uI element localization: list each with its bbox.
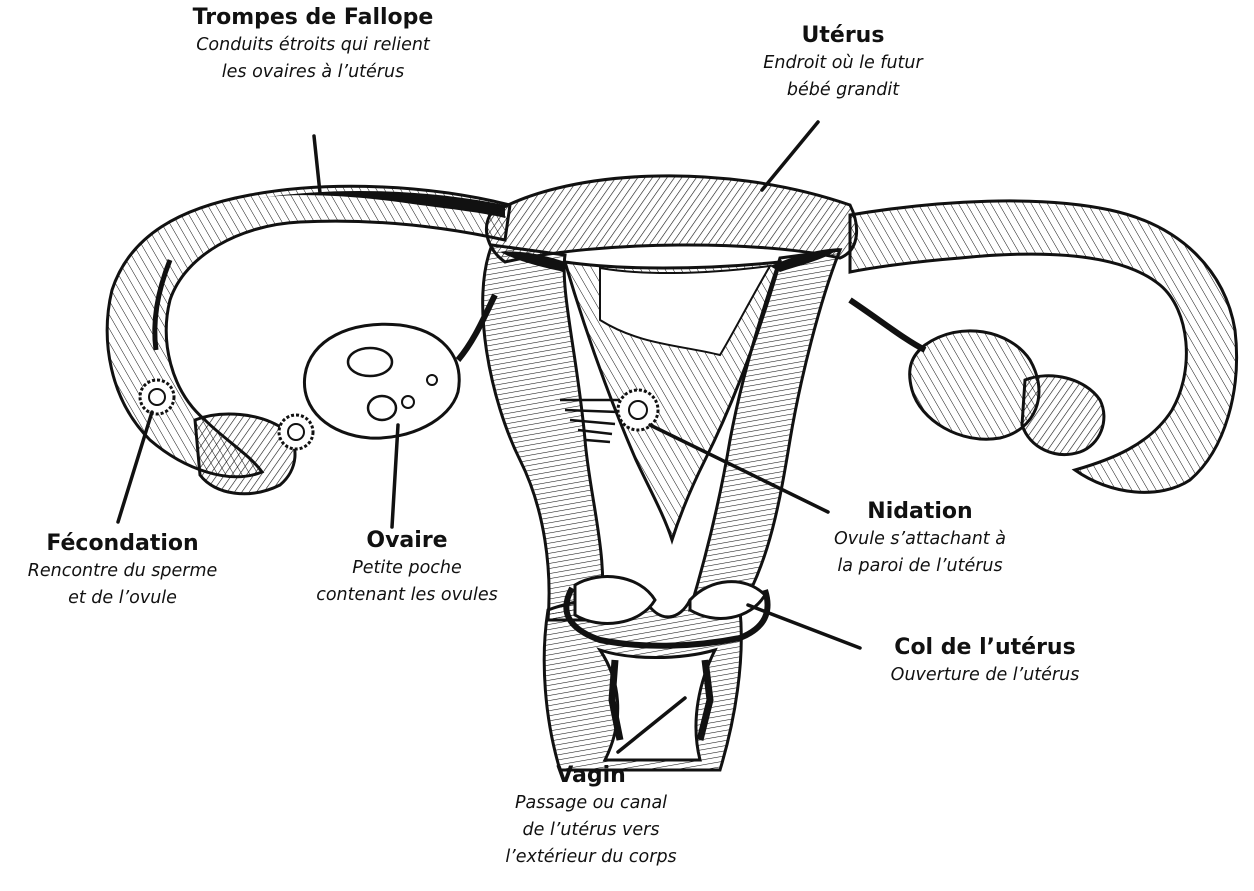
label-desc-line: l’extérieur du corps (486, 844, 696, 871)
label-desc-line: bébé grandit (738, 77, 948, 104)
label-title: Utérus (738, 22, 948, 50)
fertilized-egg (140, 380, 174, 414)
label-desc-line: Conduits étroits qui relient (168, 32, 458, 59)
released-ovum (279, 415, 313, 449)
right-ovary (850, 300, 1039, 439)
label-title: Nidation (810, 498, 1030, 526)
label-title: Vagin (486, 762, 696, 790)
label-nidation: Nidation Ovule s’attachant à la paroi de… (810, 498, 1030, 580)
label-desc-line: Ovule s’attachant à (810, 526, 1030, 553)
label-ovaire: Ovaire Petite poche contenant les ovules (302, 527, 512, 609)
uterus-fundus (486, 176, 856, 262)
leader-fecondation (118, 412, 152, 522)
cervix-vagina (544, 577, 767, 770)
label-desc-line: Passage ou canal (486, 790, 696, 817)
label-desc-line: et de l’ovule (0, 585, 245, 612)
leader-ovaire (392, 425, 398, 527)
label-desc-line: contenant les ovules (302, 582, 512, 609)
label-title: Ovaire (302, 527, 512, 555)
label-desc-line: de l’utérus vers (486, 817, 696, 844)
label-desc-line: Petite poche (302, 555, 512, 582)
leader-trompes (314, 136, 320, 193)
label-title: Trompes de Fallope (168, 4, 458, 32)
uterus-body (483, 245, 840, 620)
label-trompes-de-fallope: Trompes de Fallope Conduits étroits qui … (168, 4, 458, 86)
label-desc-line: Endroit où le futur (738, 50, 948, 77)
label-title: Col de l’utérus (860, 634, 1110, 662)
label-desc-line: Ouverture de l’utérus (860, 662, 1110, 689)
leader-uterus (762, 122, 818, 190)
leader-col (748, 605, 860, 648)
label-desc-line: Rencontre du sperme (0, 558, 245, 585)
left-ovary (304, 295, 495, 438)
label-desc-line: les ovaires à l’utérus (168, 59, 458, 86)
label-fecondation: Fécondation Rencontre du sperme et de l’… (0, 530, 245, 612)
label-col-de-luterus: Col de l’utérus Ouverture de l’utérus (860, 634, 1110, 689)
right-fimbriae (1022, 376, 1104, 455)
label-vagin: Vagin Passage ou canal de l’utérus vers … (486, 762, 696, 871)
label-desc-line: la paroi de l’utérus (810, 553, 1030, 580)
label-title: Fécondation (0, 530, 245, 558)
left-fimbriae (195, 414, 295, 494)
label-uterus: Utérus Endroit où le futur bébé grandit (738, 22, 948, 104)
